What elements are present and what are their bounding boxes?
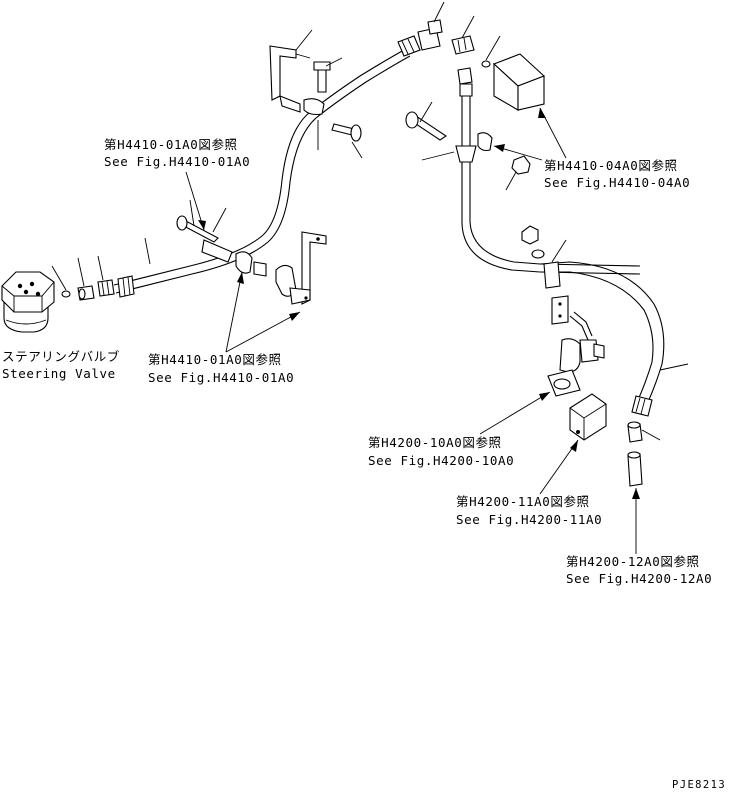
elbow-fitting (547, 338, 581, 397)
steering-valve-jp-text: ステアリングバルブ (2, 349, 120, 364)
cylinder-parts (627, 421, 661, 487)
ref-en-text: See Fig.H4200-10A0 (368, 453, 514, 468)
ref-en-text: See Fig.H4410-01A0 (104, 154, 250, 169)
steering-valve (1, 271, 55, 333)
ref-jp-text: 第H4200-10A0図参照 (368, 435, 502, 450)
reference-label-h4410-04: 第H4410-04A0図参照 See Fig.H4410-04A0 (544, 158, 690, 190)
ref-jp-text: 第H4200-11A0図参照 (456, 494, 590, 509)
top-center-fittings (417, 1, 501, 68)
vertical-tube-bolt (405, 101, 531, 191)
ref-jp-text: 第H4410-01A0図参照 (148, 352, 282, 367)
top-bracket (269, 29, 363, 159)
ref-en-text: See Fig.H4200-11A0 (456, 512, 602, 527)
reference-label-h4410-01-bottom: 第H4410-01A0図参照 See Fig.H4410-01A0 (148, 352, 294, 385)
lower-left-bracket (275, 231, 327, 305)
vertical-tube (421, 67, 641, 275)
ref-jp-text: 第H4410-01A0図参照 (104, 137, 238, 152)
valve-fittings (51, 255, 115, 301)
reference-label-h4410-01-top: 第H4410-01A0図参照 See Fig.H4410-01A0 (104, 137, 250, 169)
steering-valve-en-text: Steering Valve (2, 366, 116, 381)
leader-lines (185, 107, 640, 554)
right-hose-parts (521, 225, 605, 363)
reference-label-h4200-12: 第H4200-12A0図参照 See Fig.H4200-12A0 (566, 554, 712, 586)
reference-label-h4200-11: 第H4200-11A0図参照 See Fig.H4200-11A0 (456, 494, 602, 527)
right-hose (539, 261, 689, 417)
valve-block (569, 393, 607, 441)
ref-jp-text: 第H4410-04A0図参照 (544, 158, 678, 173)
steering-valve-label: ステアリングバルブ Steering Valve (2, 349, 120, 381)
left-hose (113, 35, 421, 298)
block-part (492, 53, 546, 111)
left-hose-clamp (176, 199, 267, 277)
ref-en-text: See Fig.H4410-01A0 (148, 370, 294, 385)
ref-en-text: See Fig.H4410-04A0 (544, 175, 690, 190)
reference-label-h4200-10: 第H4200-10A0図参照 See Fig.H4200-10A0 (368, 435, 514, 468)
ref-en-text: See Fig.H4200-12A0 (566, 571, 712, 586)
ref-jp-text: 第H4200-12A0図参照 (566, 554, 700, 569)
drawing-number: PJE8213 (672, 779, 726, 791)
